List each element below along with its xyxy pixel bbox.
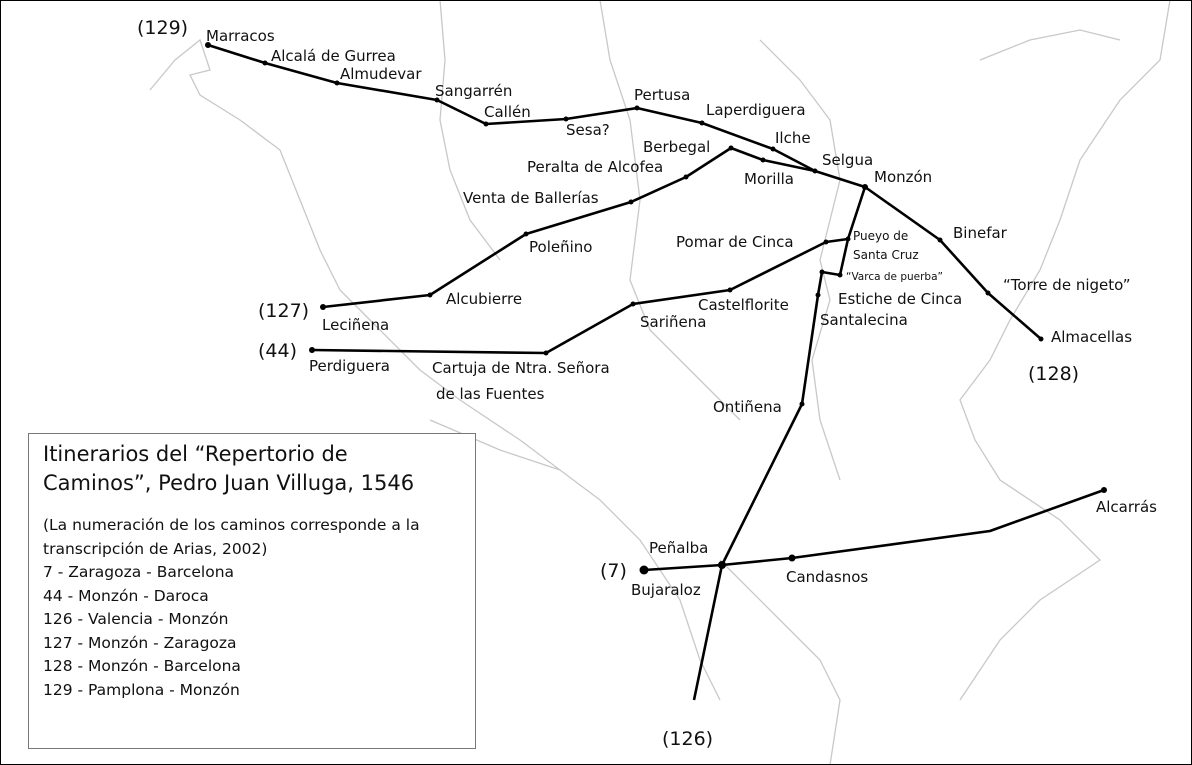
place-label: Cartuja de Ntra. Señora <box>432 359 610 377</box>
place-labels: Marracos Alcalá de Gurrea Almudevar Sang… <box>206 27 1157 599</box>
place-label: Marracos <box>206 27 275 45</box>
place-label: Sesa? <box>566 121 610 139</box>
place-label: Alcarrás <box>1096 498 1157 516</box>
route-label-128: (128) <box>1028 363 1079 385</box>
route-127 <box>322 146 816 309</box>
province-borders <box>149 0 1171 765</box>
legend-route: 128 - Monzón - Barcelona <box>43 657 241 675</box>
place-label: “Varca de puerba” <box>846 271 943 283</box>
place-label: Binefar <box>953 224 1008 242</box>
place-label: Pertusa <box>634 86 690 104</box>
place-label: Pueyo de <box>853 229 908 243</box>
place-label: Laperdiguera <box>706 101 806 119</box>
route-label-44: (44) <box>258 340 297 362</box>
place-label: Santa Cruz <box>853 248 919 262</box>
legend-route: 44 - Monzón - Daroca <box>43 586 209 605</box>
route-label-127: (127) <box>258 300 309 322</box>
place-label: Alcalá de Gurrea <box>271 47 396 65</box>
route-label-126: (126) <box>662 728 713 750</box>
place-label: Pomar de Cinca <box>676 233 794 251</box>
legend-route: 129 - Pamplona - Monzón <box>43 680 240 699</box>
place-label: Almacellas <box>1051 328 1132 346</box>
legend-title: Itinerarios del “Repertorio de Caminos”,… <box>43 442 415 495</box>
place-label: Bujaraloz <box>631 581 701 599</box>
place-label: Monzón <box>874 168 932 186</box>
place-label: Candasnos <box>786 568 868 586</box>
place-label: Alcubierre <box>446 290 522 308</box>
place-label: Ontiñena <box>713 398 782 416</box>
place-label: Almudevar <box>340 65 422 83</box>
place-label: de las Fuentes <box>436 385 545 403</box>
legend-route: 7 - Zaragoza - Barcelona <box>43 563 235 581</box>
route-126 <box>692 186 867 701</box>
place-label: Perdiguera <box>309 357 390 375</box>
place-label: Venta de Ballerías <box>463 189 599 207</box>
legend-route: 126 - Valencia - Monzón <box>43 610 229 628</box>
place-label: Poleñino <box>529 238 592 256</box>
place-label: Peralta de Alcofea <box>527 158 663 176</box>
place-label: Leciñena <box>322 316 389 334</box>
place-label: Sariñena <box>640 313 706 331</box>
route-label-7: (7) <box>600 560 627 582</box>
legend-note: (La numeración de los caminos correspond… <box>43 516 420 558</box>
route-number-labels: (129) (127) (44) (128) (7) (126) <box>137 17 1079 750</box>
town-points <box>205 42 1107 575</box>
place-label: Peñalba <box>649 539 708 557</box>
route-label-129: (129) <box>137 17 188 39</box>
place-label: Ilche <box>775 129 811 147</box>
place-label: Berbegal <box>643 138 710 156</box>
place-label: Selgua <box>822 151 873 169</box>
place-label: Sangarrén <box>435 82 512 100</box>
map-legend: Itinerarios del “Repertorio de Caminos”,… <box>28 433 476 749</box>
legend-route: 127 - Monzón - Zaragoza <box>43 633 237 652</box>
place-label: Morilla <box>744 170 794 188</box>
place-label: Callén <box>484 103 531 121</box>
place-label: Castelflorite <box>698 296 789 314</box>
place-label: Estiche de Cinca <box>838 290 962 308</box>
route-44 <box>311 237 849 355</box>
route-128 <box>864 185 1042 340</box>
place-label: Santalecina <box>820 311 908 329</box>
place-label: “Torre de nigeto” <box>1003 276 1131 294</box>
